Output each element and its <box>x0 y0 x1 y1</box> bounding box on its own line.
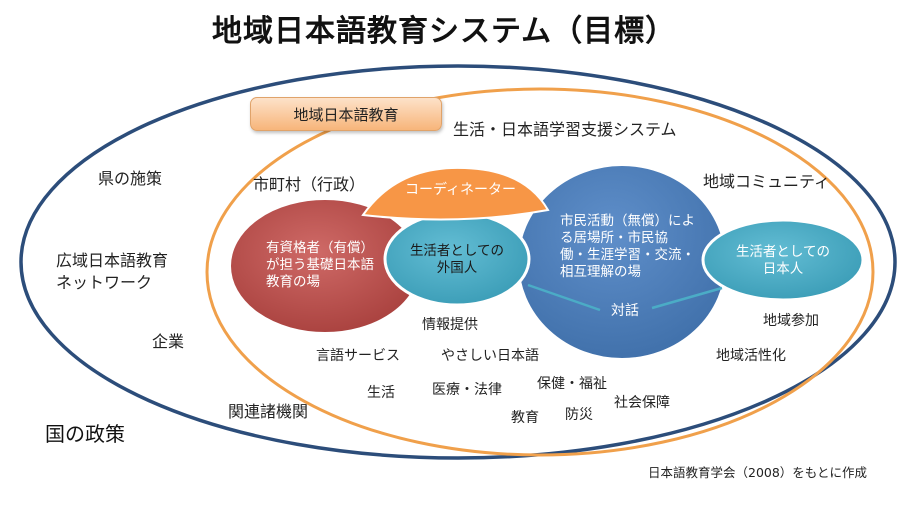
dialogue-label: 対話 <box>611 303 639 319</box>
japanese-line-1: 生活者としての <box>735 244 831 260</box>
life-label: 生活 <box>367 385 395 401</box>
source-credit: 日本語教育学会（2008）をもとに作成 <box>648 465 868 480</box>
civic-line-2: る居場所・市民協 <box>560 230 668 246</box>
wide-network-label-1: 広域日本語教育 <box>56 251 169 270</box>
page-title: 地域日本語教育システム（目標） <box>212 14 677 49</box>
japanese-line-2: 日本人 <box>762 261 804 277</box>
medical-law-label: 医療・法律 <box>432 382 502 398</box>
japanese-resident-text: 生活者としての 日本人 <box>728 244 838 278</box>
foreigner-line-2: 外国人 <box>436 260 478 276</box>
easy-japanese-label: やさしい日本語 <box>441 348 539 364</box>
coordinator-label: コーディネーター <box>405 182 517 198</box>
support-system-label: 生活・日本語学習支援システム <box>453 120 677 139</box>
municipality-label: 市町村（行政） <box>253 175 366 194</box>
civic-line-4: 相互理解の場 <box>560 264 641 280</box>
community-label: 地域コミュニティ <box>703 172 831 191</box>
regional-japanese-education-tag: 地域日本語教育 <box>250 97 442 131</box>
dialogue-line-right <box>651 286 723 310</box>
civic-line-3: 働・生涯学習・交流・ <box>560 247 695 263</box>
language-service-label: 言語サービス <box>316 348 400 364</box>
social-security-label: 社会保障 <box>614 395 670 411</box>
national-policy-label: 国の政策 <box>45 422 125 446</box>
qualified-line-3: 教育の場 <box>266 274 320 290</box>
revitalization-label: 地域活性化 <box>716 348 786 364</box>
qualified-line-2: が担う基礎日本語 <box>266 257 374 273</box>
prefecture-label: 県の施策 <box>98 169 163 188</box>
civic-activity-text: 市民活動（無償）によ る居場所・市民協 働・生涯学習・交流・ 相互理解の場 <box>560 213 702 281</box>
foreigner-line-1: 生活者としての <box>409 243 505 259</box>
qualified-education-text: 有資格者（有償） が担う基礎日本語 教育の場 <box>266 240 391 291</box>
related-agencies-label: 関連諸機関 <box>228 402 309 421</box>
national-policy-ellipse <box>19 64 897 460</box>
coordinator-shape <box>361 166 550 221</box>
qualified-line-1: 有資格者（有償） <box>266 240 374 256</box>
japanese-resident-oval <box>701 218 865 302</box>
dialogue-line-left <box>527 283 601 312</box>
education-label: 教育 <box>511 410 539 426</box>
wide-network-label-2: ネットワーク <box>56 273 153 292</box>
foreign-resident-text: 生活者としての 外国人 <box>400 243 514 277</box>
info-label: 情報提供 <box>422 317 478 333</box>
municipal-ellipse <box>205 87 875 457</box>
enterprise-label: 企業 <box>152 332 185 351</box>
civic-line-1: 市民活動（無償）によ <box>560 213 695 229</box>
local-participation-label: 地域参加 <box>763 313 819 329</box>
disaster-label: 防災 <box>565 407 593 423</box>
welfare-label: 保健・福祉 <box>537 376 607 392</box>
